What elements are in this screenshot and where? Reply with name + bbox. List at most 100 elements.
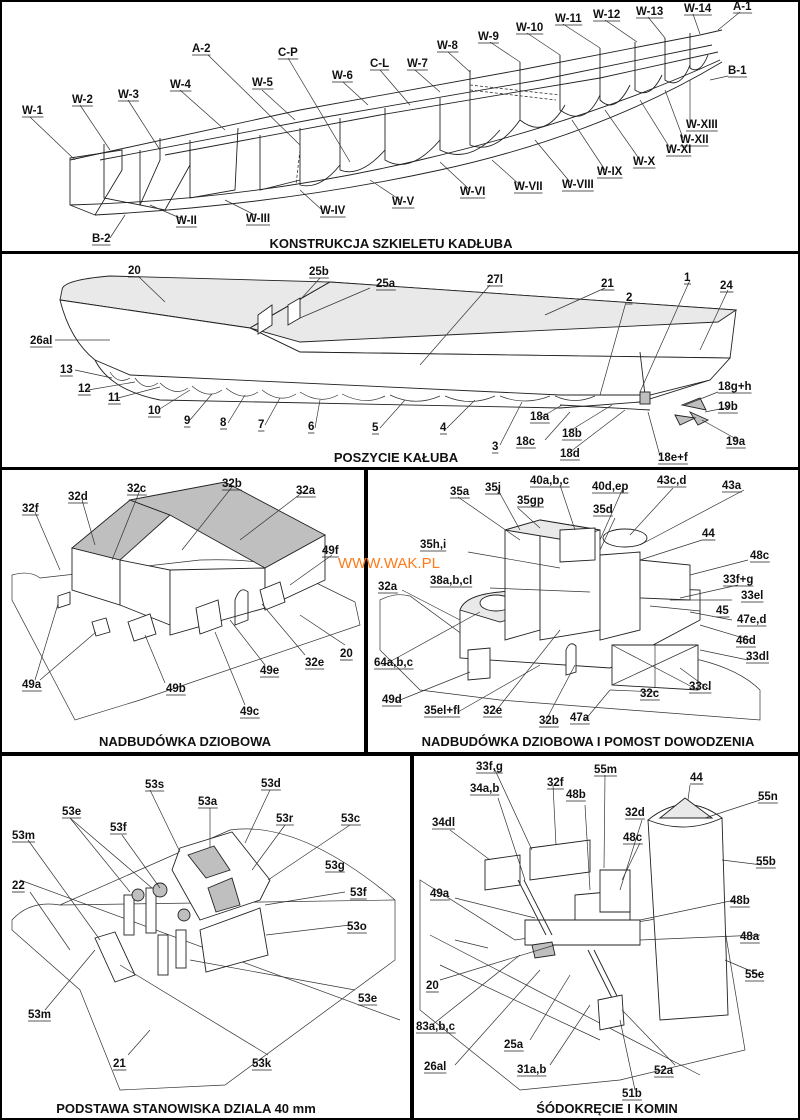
- part-label-bridge: 33dl: [746, 651, 769, 663]
- part-label-skeleton: W-4: [170, 79, 191, 91]
- part-label-bridge: 32c: [640, 688, 660, 700]
- part-label-bridge: 35j: [485, 482, 501, 494]
- part-label-gun-base: 53s: [145, 779, 164, 791]
- part-label-gun-base: 53g: [325, 860, 345, 872]
- part-label-skeleton: W-9: [478, 31, 499, 43]
- part-label-midship: 55b: [756, 856, 776, 868]
- part-label-midship: 55n: [758, 791, 778, 803]
- part-label-gun-base: 53r: [276, 813, 294, 825]
- part-label-midship: 20: [426, 980, 439, 992]
- part-label-plating: 19a: [726, 436, 746, 448]
- part-label-plating: 18b: [562, 428, 582, 440]
- bridge-drawing: [379, 519, 761, 721]
- part-label-skeleton: W-14: [684, 3, 712, 15]
- part-label-bridge: 32e: [483, 705, 502, 717]
- part-label-skeleton: W-3: [118, 89, 139, 101]
- bow-superstructure-caption: NADBUDÓWKA DZIOBOWA: [99, 734, 272, 749]
- part-label-bridge: 32b: [539, 715, 559, 727]
- part-label-bridge: 35h,i: [420, 539, 446, 551]
- part-label-bow-superstructure: 32e: [305, 657, 324, 669]
- part-label-gun-base: 21: [113, 1058, 126, 1070]
- midship-leader-lines: [431, 769, 763, 1091]
- part-label-skeleton: W-XIII: [686, 119, 718, 131]
- part-label-bridge: 40d,ep: [592, 481, 628, 493]
- part-label-midship: 48b: [566, 789, 586, 801]
- part-label-plating: 12: [78, 383, 91, 395]
- part-label-gun-base: 53a: [198, 796, 218, 808]
- bow-superstructure-drawing: [11, 481, 361, 721]
- midship-caption: ŚÓDOKRĘCIE I KOMIN: [536, 1101, 678, 1116]
- part-label-midship: 25a: [504, 1039, 524, 1051]
- part-label-plating: 18e+f: [658, 452, 688, 464]
- part-label-plating: 27l: [487, 274, 503, 286]
- part-label-midship: 34a,b: [470, 783, 499, 795]
- part-label-midship: 32f: [547, 777, 564, 789]
- part-label-bridge: 44: [702, 528, 715, 540]
- gun-base-drawing: [11, 828, 401, 1091]
- part-label-plating: 26al: [30, 335, 52, 347]
- part-label-skeleton: C-L: [370, 58, 389, 70]
- part-label-plating: 2: [626, 292, 632, 304]
- part-label-plating: 7: [258, 419, 264, 431]
- part-label-plating: 19b: [718, 401, 738, 413]
- part-label-bow-superstructure: 32c: [127, 483, 147, 495]
- part-label-bridge: 46d: [736, 635, 756, 647]
- part-label-bridge: 64a,b,c: [374, 657, 414, 669]
- part-label-plating: 24: [720, 280, 733, 292]
- bridge-leader-lines: [381, 484, 751, 723]
- part-label-bridge: 47a: [570, 712, 590, 724]
- part-label-bridge: 32a: [378, 581, 398, 593]
- part-label-bridge: 48c: [750, 550, 770, 562]
- part-label-skeleton: W-8: [437, 40, 458, 52]
- part-label-skeleton: W-11: [555, 13, 582, 25]
- part-label-midship: 55e: [745, 969, 764, 981]
- part-label-bridge: 35gp: [517, 495, 544, 507]
- part-label-bow-superstructure: 49a: [22, 679, 42, 691]
- part-label-plating: 21: [601, 278, 614, 290]
- midship-panel-frame: [412, 754, 800, 1120]
- part-label-plating: 3: [492, 441, 498, 453]
- part-label-midship: 34dl: [432, 817, 455, 829]
- part-label-bridge: 38a,b,cl: [430, 575, 472, 587]
- part-label-skeleton: B-2: [92, 233, 111, 245]
- part-label-gun-base: 53m: [28, 1009, 51, 1021]
- part-label-plating: 10: [148, 405, 161, 417]
- part-label-bridge: 35a: [450, 486, 470, 498]
- part-label-midship: 52a: [654, 1065, 674, 1077]
- part-label-bow-superstructure: 32f: [22, 503, 39, 515]
- part-label-midship: 26al: [424, 1061, 446, 1073]
- part-label-bridge: 45: [716, 605, 729, 617]
- part-label-bow-superstructure: 49b: [166, 683, 186, 695]
- part-label-midship: 31a,b: [517, 1064, 546, 1076]
- part-label-plating: 5: [372, 422, 379, 434]
- part-label-skeleton: W-III: [246, 213, 270, 225]
- part-label-skeleton: C-P: [278, 47, 298, 59]
- part-label-skeleton: W-IX: [597, 166, 623, 178]
- skeleton-leader-lines: [29, 11, 741, 239]
- bridge-panel-frame: [366, 468, 800, 754]
- part-label-midship: 48a: [740, 931, 760, 943]
- skeleton-drawing: [69, 29, 723, 216]
- part-label-gun-base: 53k: [252, 1058, 272, 1070]
- part-label-skeleton: W-VII: [514, 181, 543, 193]
- part-label-midship: 48c: [623, 832, 643, 844]
- part-label-midship: 55m: [594, 764, 617, 776]
- watermark: WWW.WAK.PL: [338, 555, 440, 572]
- part-label-skeleton: W-1: [22, 105, 43, 117]
- part-label-skeleton: W-XII: [680, 134, 709, 146]
- part-label-skeleton: W-X: [633, 156, 655, 168]
- part-label-bridge: 35el+fl: [424, 705, 460, 717]
- part-label-skeleton: B-1: [728, 65, 747, 77]
- part-label-plating: 9: [184, 415, 190, 427]
- part-label-bridge: 33el: [741, 590, 763, 602]
- part-label-skeleton: W-V: [392, 196, 414, 208]
- part-label-skeleton: W-6: [332, 70, 353, 82]
- part-label-plating: 18g+h: [718, 381, 752, 393]
- part-label-plating: 8: [220, 417, 227, 429]
- part-label-bow-superstructure: 49f: [322, 545, 339, 557]
- part-label-skeleton: W-XI: [666, 144, 691, 156]
- part-label-bow-superstructure: 49e: [260, 665, 279, 677]
- part-label-skeleton: W-7: [407, 58, 428, 70]
